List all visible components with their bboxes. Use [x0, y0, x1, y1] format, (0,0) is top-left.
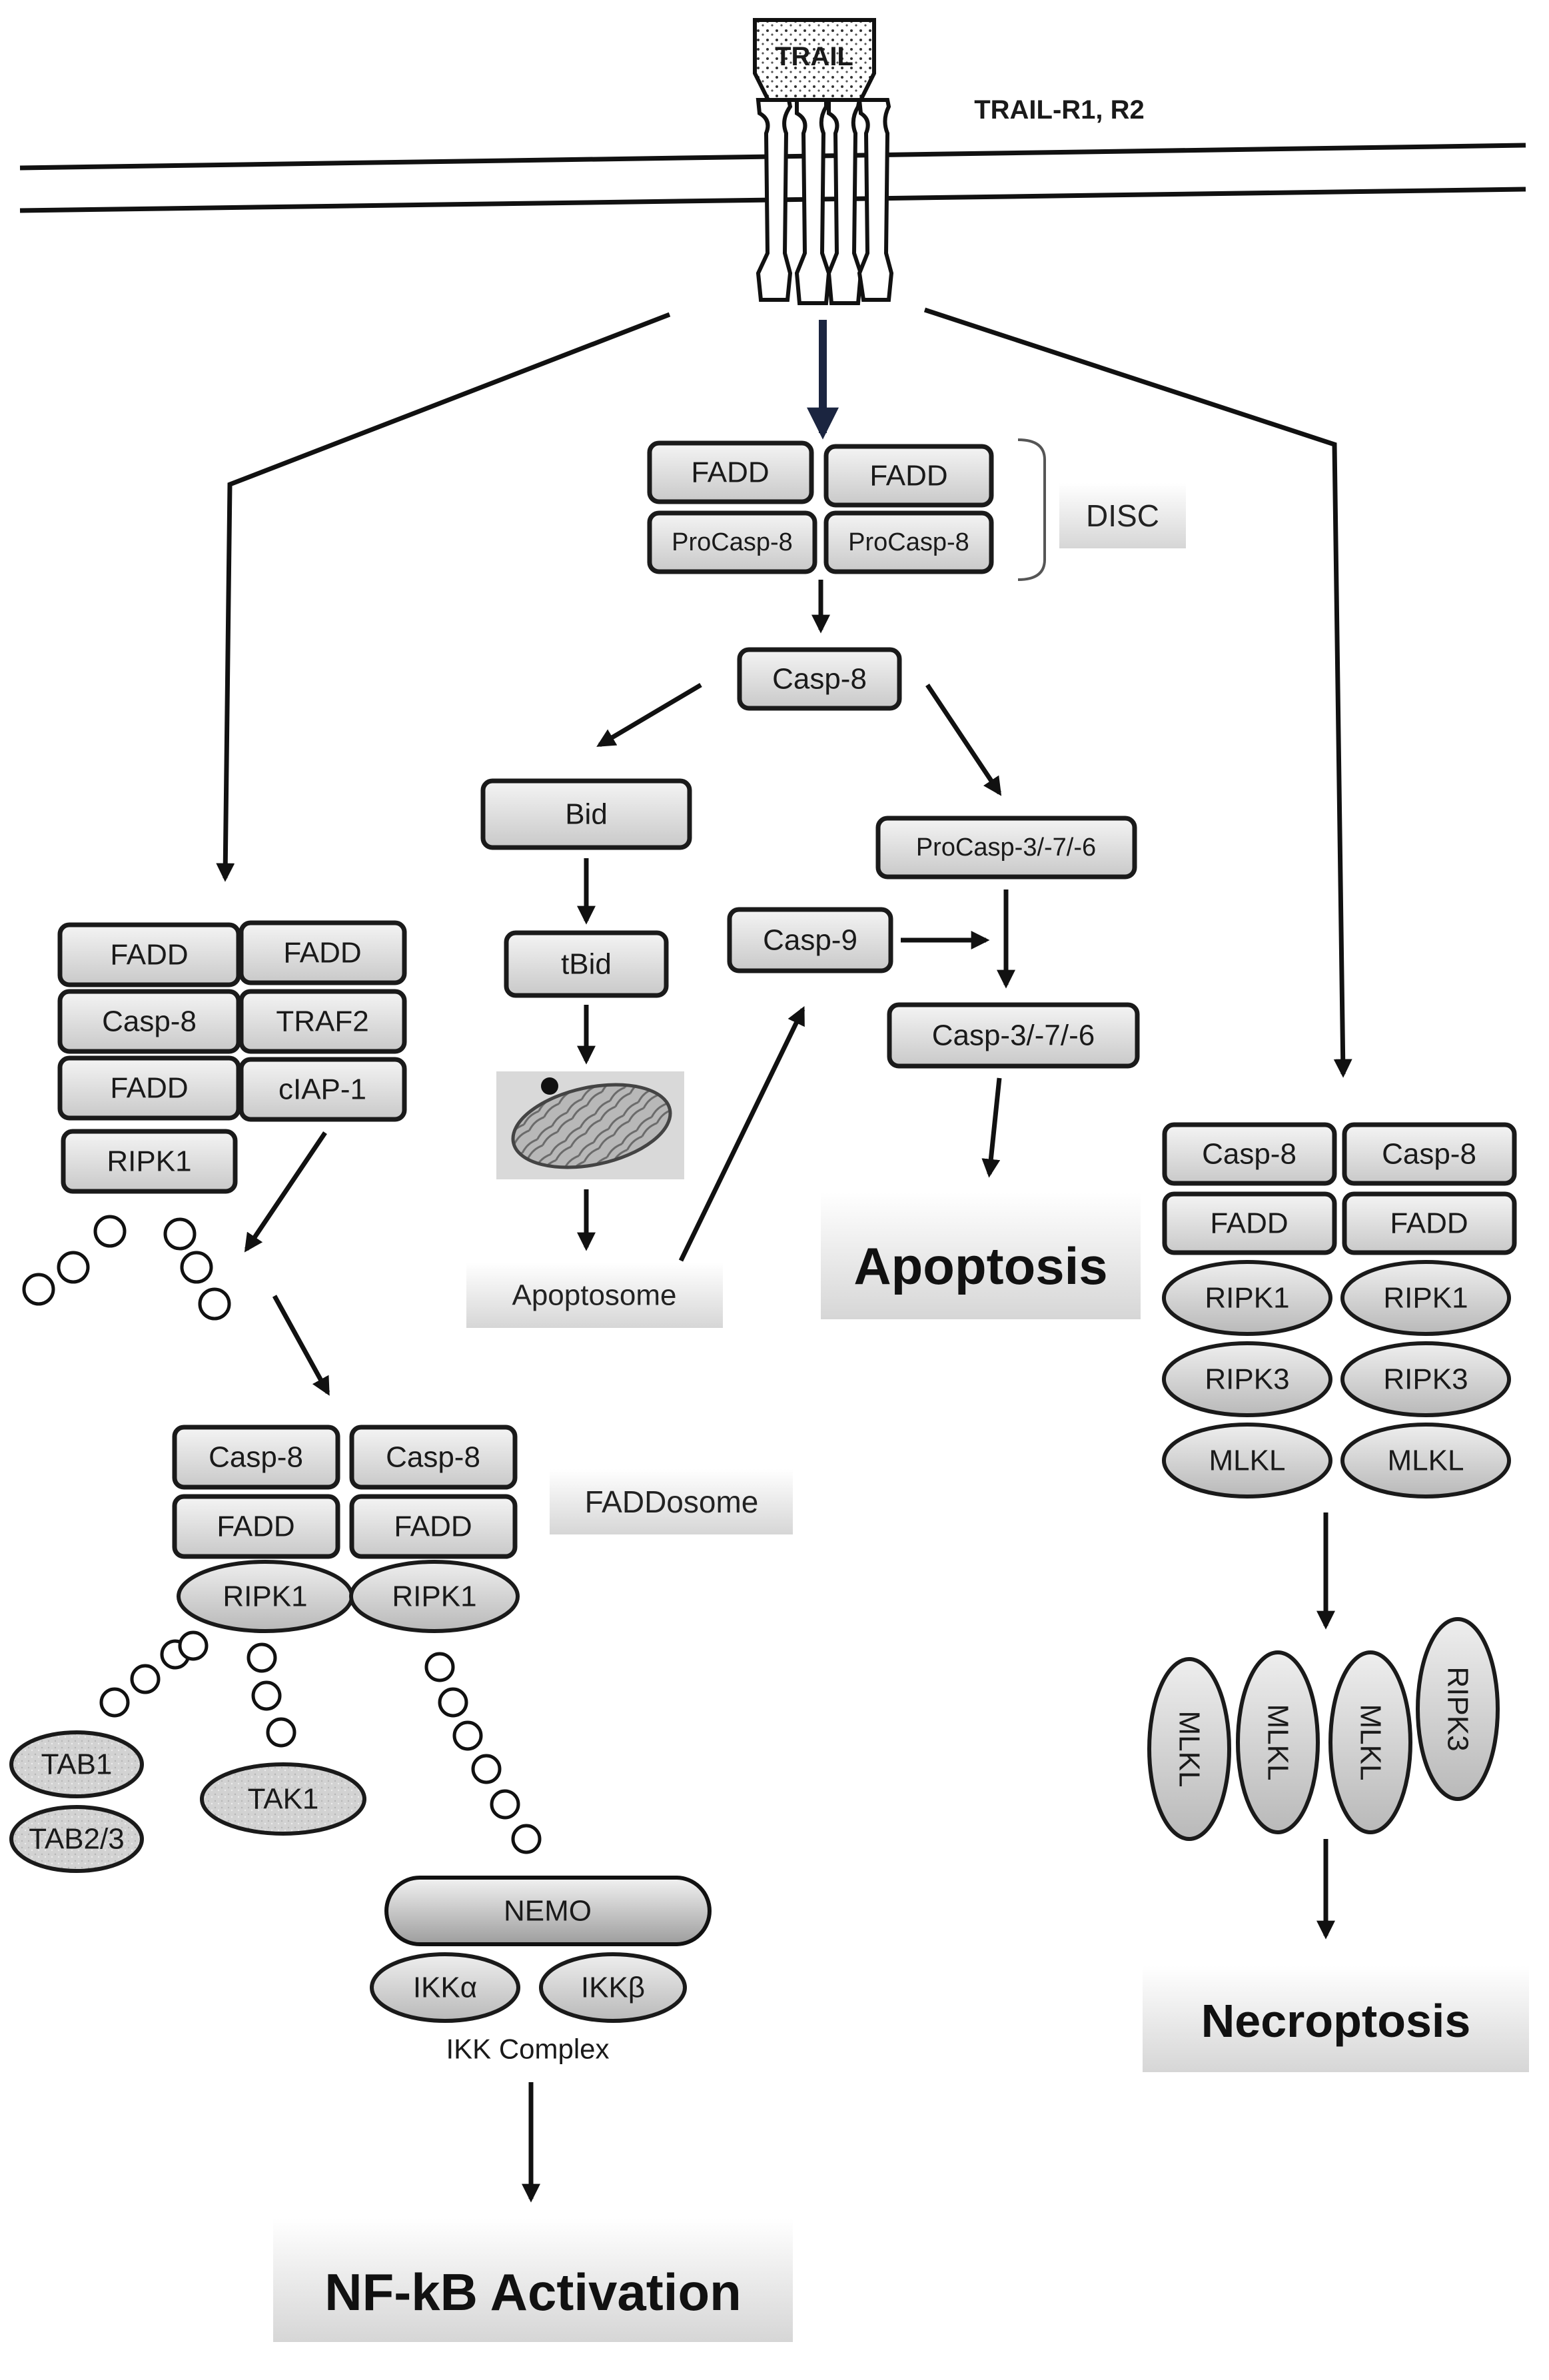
necro-fadd-left: FADD — [1210, 1207, 1288, 1240]
ikk-complex-label: IKK Complex — [446, 2034, 609, 2065]
disc-fadd-right: FADD — [869, 460, 947, 492]
left-complex-item-5: FADD — [283, 937, 361, 969]
necroptosis-glow — [1143, 1966, 1529, 2072]
arrow-casp8-to-bid — [596, 682, 702, 748]
branch-line-left — [216, 312, 671, 882]
procasp376-box — [875, 816, 1137, 880]
ubiquitin-beads-left — [22, 1215, 231, 1321]
faddosome-label-glow — [550, 1469, 793, 1534]
bid-box — [480, 778, 692, 850]
nemo-label: NEMO — [504, 1895, 592, 1928]
faddosome-fadd-right: FADD — [394, 1510, 472, 1543]
left-complex-item-4: RIPK1 — [107, 1145, 191, 1178]
necro-mlkl-left: MLKL — [1209, 1445, 1286, 1477]
casp9-box — [727, 907, 893, 973]
ubiquitin-beads-faddosome — [99, 1630, 542, 1854]
left-complex-item-1: FADD — [110, 939, 188, 971]
casp8-central-box — [737, 647, 902, 711]
receptor-label: TRAIL-R1, R2 — [974, 95, 1145, 125]
disc-procasp-right: ProCasp-8 — [848, 528, 969, 556]
casp8-central-label: Casp-8 — [772, 663, 867, 696]
disc-procasp-left-box — [647, 510, 817, 574]
necro-ripk1-left: RIPK1 — [1205, 1282, 1289, 1315]
disc-fadd-right-box — [823, 444, 994, 508]
faddosome-casp8-left: Casp-8 — [209, 1441, 303, 1474]
necro-mlkl-right: MLKL — [1388, 1445, 1464, 1477]
left-complex-item-7: cIAP-1 — [278, 1073, 366, 1106]
necro-casp8-left: Casp-8 — [1202, 1138, 1296, 1171]
oligo-3: MLKL — [1354, 1704, 1387, 1781]
apoptosome-label: Apoptosome — [512, 1279, 676, 1312]
branch-line-right — [923, 307, 1352, 1078]
faddosome-fadd-left: FADD — [217, 1510, 294, 1543]
oligo-2: MLKL — [1262, 1704, 1294, 1781]
casp376-box — [887, 1002, 1140, 1069]
disc-fadd-left: FADD — [691, 456, 769, 489]
left-complex-item-6: TRAF2 — [276, 1005, 368, 1038]
necro-ripk3-right: RIPK3 — [1383, 1363, 1468, 1396]
apoptosis-glow — [821, 1193, 1141, 1319]
apoptosome-glow — [466, 1263, 723, 1328]
trail-ligand-label: TRAIL — [775, 42, 853, 71]
tbid-box — [504, 930, 669, 998]
casp9-label: Casp-9 — [763, 924, 857, 957]
left-complex: FADD Casp-8 FADD RIPK1 FADD TRAF2 cIAP-1 — [57, 920, 407, 1194]
bid-label: Bid — [565, 798, 608, 831]
disc-fadd-left-box — [647, 440, 814, 504]
necro-ripk1-right: RIPK1 — [1383, 1282, 1468, 1315]
arrow-left-complex-down — [244, 1131, 327, 1253]
arrow-casp376-to-apoptosis — [981, 1077, 1002, 1178]
disc-bracket — [1017, 438, 1046, 581]
left-complex-item-2: Casp-8 — [102, 1005, 197, 1038]
oligo-1: MLKL — [1173, 1711, 1206, 1788]
casp376-label: Casp-3/-7/-6 — [932, 1019, 1095, 1052]
necro-ripk3-left: RIPK3 — [1205, 1363, 1289, 1396]
necroptosis-outcome: Necroptosis — [1201, 1995, 1471, 2047]
arrow-apoptosome-to-casp9 — [678, 1005, 805, 1262]
mlkl-oligomer: MLKL MLKL MLKL RIPK3 — [1147, 1617, 1500, 1841]
ikka-label: IKKα — [413, 1972, 477, 2004]
ikkb-label: IKKβ — [581, 1972, 645, 2004]
faddosome-complex: Casp-8 Casp-8 FADD FADD RIPK1 RIPK1 — [172, 1425, 520, 1633]
necro-fadd-right: FADD — [1390, 1207, 1468, 1240]
nfkb-outcome: NF-kB Activation — [324, 2263, 742, 2321]
arrow-casp8-to-procasp376 — [925, 684, 1002, 796]
left-complex-item-3: FADD — [110, 1072, 188, 1105]
apoptosis-outcome: Apoptosis — [853, 1237, 1107, 1295]
faddosome-ripk1-right: RIPK1 — [392, 1580, 476, 1613]
tbid-label: tBid — [561, 948, 612, 981]
disc-procasp-right-box — [823, 510, 994, 574]
necro-casp8-right: Casp-8 — [1382, 1138, 1476, 1171]
procasp376-label: ProCasp-3/-7/-6 — [916, 834, 1096, 862]
arrow-beads-to-faddosome — [272, 1295, 330, 1396]
nfkb-glow — [273, 2219, 793, 2342]
mitochondrion-image — [496, 1071, 684, 1179]
trail-receptor — [756, 98, 894, 305]
faddosome-ripk1-left: RIPK1 — [223, 1580, 307, 1613]
ikk-complex: NEMO IKKα IKKβ — [370, 1876, 712, 2023]
disc-label: DISC — [1086, 498, 1159, 533]
tab23-label: TAB2/3 — [29, 1823, 124, 1856]
tab-tak-complex: TAB1 TAB2/3 TAK1 — [9, 1730, 366, 1873]
disc-complex: FADD FADD ProCasp-8 ProCasp-8 — [647, 440, 994, 574]
faddosome-casp8-right: Casp-8 — [386, 1441, 480, 1474]
tab1-label: TAB1 — [41, 1748, 113, 1781]
disc-label-glow — [1059, 483, 1186, 548]
disc-procasp-left: ProCasp-8 — [672, 528, 793, 556]
faddosome-label: FADDosome — [585, 1485, 759, 1519]
oligo-4: RIPK3 — [1442, 1666, 1474, 1751]
necroptosis-complex: Casp-8 Casp-8 FADD FADD RIPK1 RIPK1 RIPK… — [1162, 1122, 1517, 1498]
tak1-label: TAK1 — [248, 1783, 319, 1816]
